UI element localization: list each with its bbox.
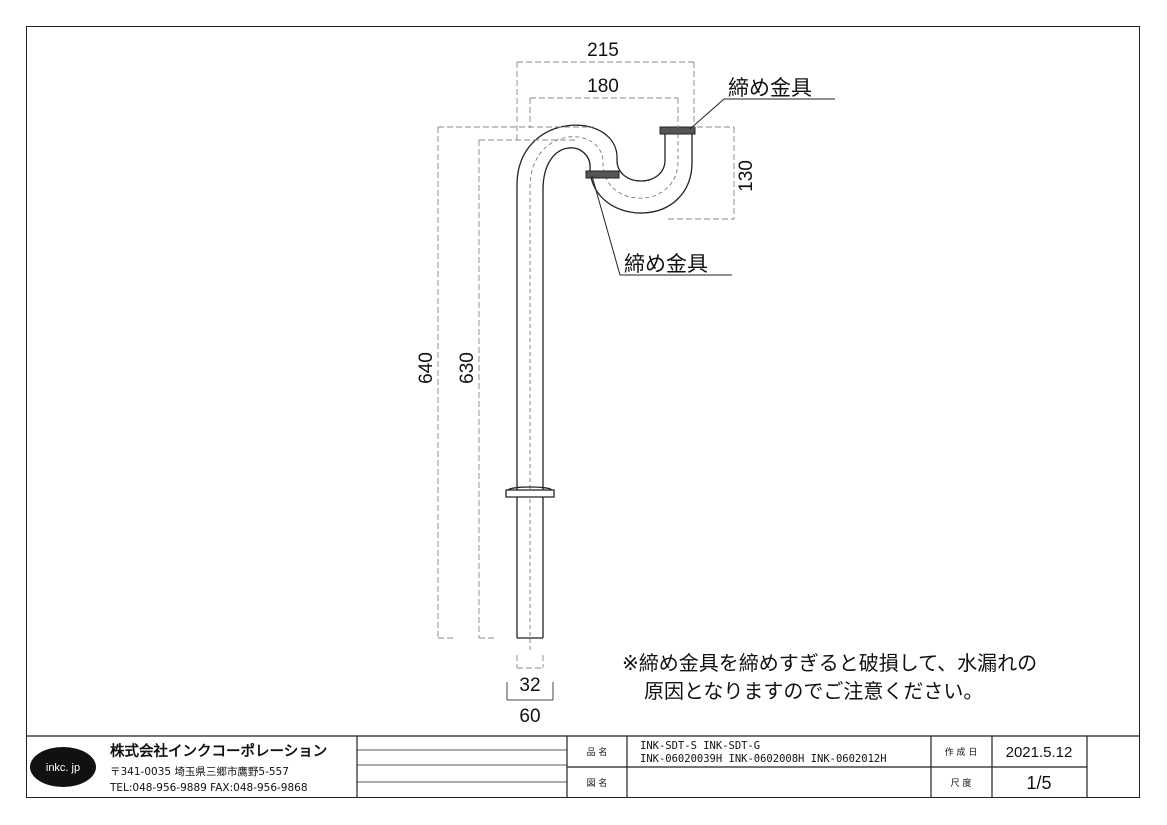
title-block xyxy=(26,735,1140,798)
created-date: 2021.5.12 xyxy=(1006,744,1073,761)
callout-lower xyxy=(591,175,732,276)
company-logo xyxy=(30,747,96,787)
scale-value: 1/5 xyxy=(1026,773,1051,793)
flange-ring xyxy=(505,486,555,498)
fitting-upper xyxy=(659,126,696,135)
fitting-lower-body xyxy=(585,170,620,179)
callout-upper-leader xyxy=(689,98,725,130)
product-name-label: 品 名 xyxy=(587,746,608,758)
dim-60-label: 60 xyxy=(519,706,540,727)
drawing-name-label: 図 名 xyxy=(587,777,608,789)
dim-32-label: 32 xyxy=(519,675,540,696)
callout-upper xyxy=(689,98,835,130)
callout-lower-leader xyxy=(591,175,621,276)
caution-note-line2: 原因となりますのでご注意ください。 xyxy=(644,679,983,703)
flange-ring-top xyxy=(507,486,553,491)
callout-upper-label: 締め金具 xyxy=(728,76,812,100)
drawing-frame xyxy=(26,26,1140,798)
dim-130-label: 130 xyxy=(736,160,757,192)
company-logo-text: inkc. jp xyxy=(46,762,80,774)
pipe-inner-contour xyxy=(542,132,693,638)
dim-630-label: 630 xyxy=(457,352,478,384)
dim-640-label: 640 xyxy=(416,352,437,384)
scale-label: 尺 度 xyxy=(951,777,972,789)
pipe-centerline xyxy=(529,132,679,650)
s-trap-pipe xyxy=(516,124,693,639)
fitting-upper-body xyxy=(659,126,696,135)
flange-ring-shape xyxy=(505,489,555,498)
product-codes-line1: INK-SDT-S INK-SDT-G xyxy=(640,740,760,752)
pipe-outer-contour xyxy=(516,124,666,638)
fitting-lower xyxy=(585,170,620,179)
dim-60 xyxy=(506,682,554,701)
caution-note-line1: ※締め金具を締めすぎると破損して、水漏れの xyxy=(622,651,1037,675)
company-contact: TEL:048-956-9889 FAX:048-956-9868 xyxy=(109,782,308,794)
product-codes-line2: INK-06020039H INK-0602008H INK-0602012H xyxy=(640,753,887,765)
dim-180-label: 180 xyxy=(587,76,619,97)
dimension-lines xyxy=(437,61,735,669)
created-date-label: 作 成 日 xyxy=(945,746,978,758)
dim-215-label: 215 xyxy=(587,40,619,61)
company-name: 株式会社インクコーポレーション xyxy=(110,742,327,760)
company-address: 〒341-0035 埼玉県三郷市鷹野5-557 xyxy=(110,765,289,778)
callout-lower-label: 締め金具 xyxy=(624,252,708,276)
